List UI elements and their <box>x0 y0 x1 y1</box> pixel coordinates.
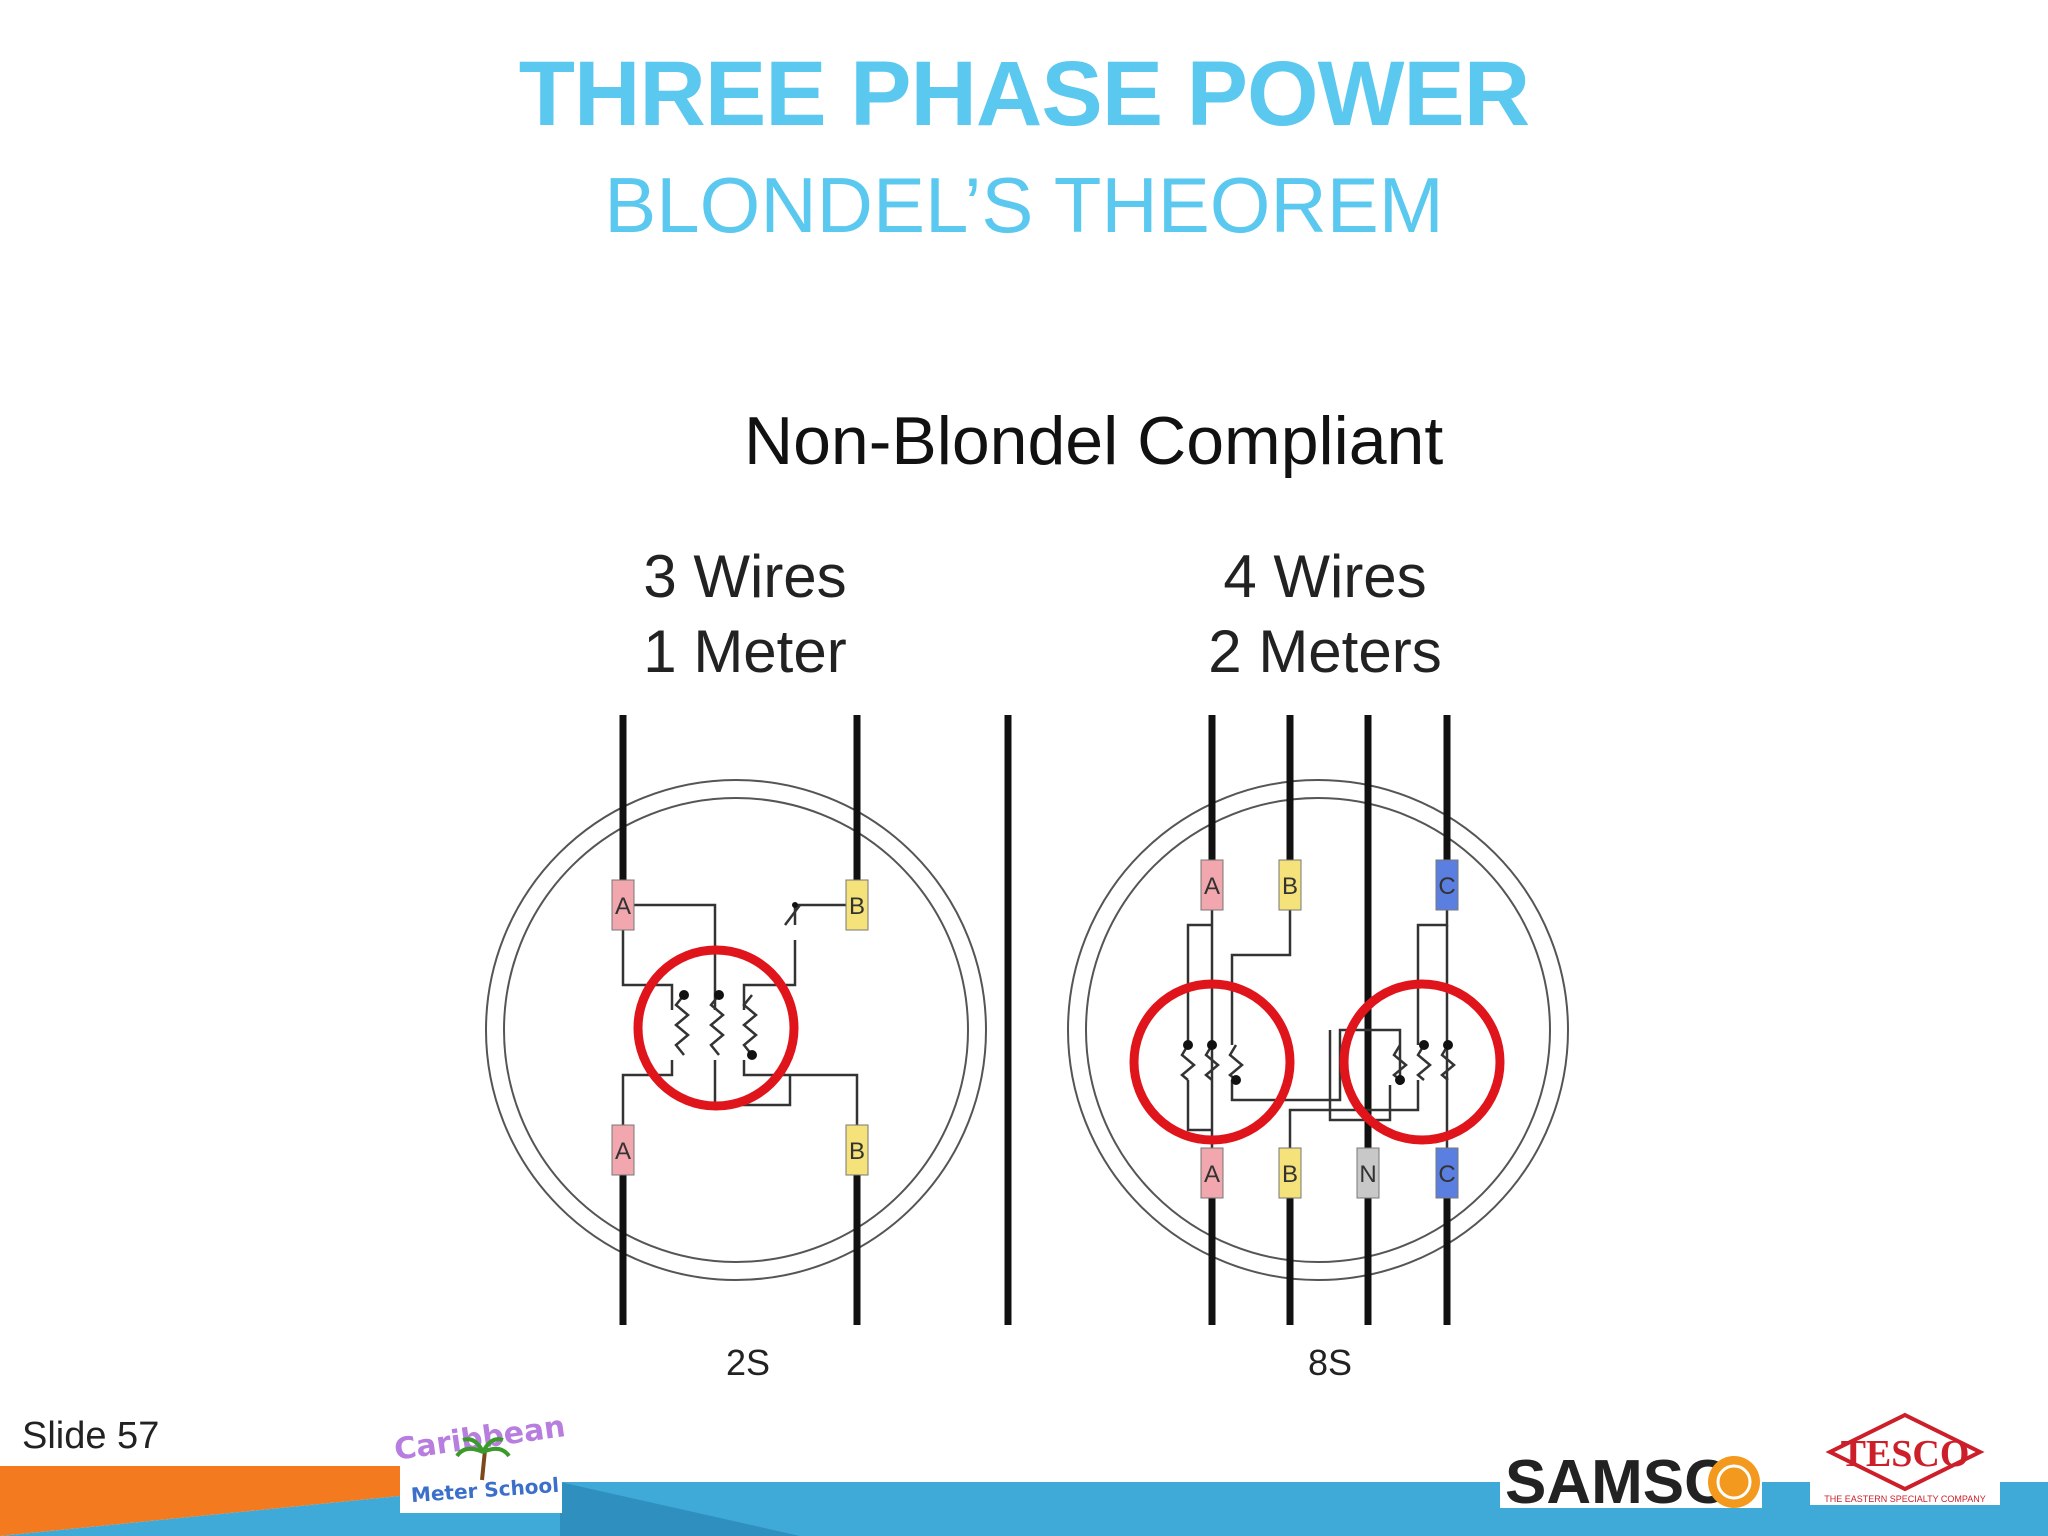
terminal-c-bottom: C <box>1438 1161 1455 1188</box>
terminal-a-top: A <box>615 893 631 920</box>
terminal-b-top: B <box>1282 873 1298 900</box>
terminal-n-bottom: N <box>1359 1161 1376 1188</box>
terminal-b-top: B <box>849 893 865 920</box>
meter-2s-diagram: 3 Wires 1 Meter <box>485 543 987 1383</box>
left-meters-label: 1 Meter <box>643 618 846 685</box>
terminal-c-top: C <box>1438 873 1455 900</box>
form-2s-label: 2S <box>726 1342 770 1383</box>
caribbean-meter-school-logo: Caribbean Meter School <box>392 1405 568 1513</box>
terminal-b-bottom: B <box>1282 1161 1298 1188</box>
terminal-b-bottom: B <box>849 1138 865 1165</box>
left-wires-label: 3 Wires <box>643 543 846 610</box>
slide-number: Slide 57 <box>22 1415 159 1457</box>
slide-subtitle: BLONDEL’S THEOREM <box>604 161 1444 249</box>
tesco-logo: TESCO THE EASTERN SPECIALTY COMPANY <box>1810 1405 2000 1505</box>
terminal-a-top: A <box>1204 873 1220 900</box>
right-wires-label: 4 Wires <box>1223 543 1426 610</box>
terminal-a-bottom: A <box>615 1138 631 1165</box>
svg-text:THE EASTERN SPECIALTY COMPANY: THE EASTERN SPECIALTY COMPANY <box>1824 1494 1986 1504</box>
right-meters-label: 2 Meters <box>1208 618 1441 685</box>
terminal-a-bottom: A <box>1204 1161 1220 1188</box>
diagram-heading: Non-Blondel Compliant <box>744 403 1444 479</box>
meter-8s-diagram: 4 Wires 2 Meters <box>1067 543 1569 1383</box>
highlight-circle <box>633 945 799 1111</box>
form-8s-label: 8S <box>1308 1342 1352 1383</box>
highlight-circle-left <box>1129 979 1295 1145</box>
svg-text:TESCO: TESCO <box>1841 1433 1970 1475</box>
svg-text:SAMSC: SAMSC <box>1505 1448 1729 1517</box>
samsco-logo: SAMSC <box>1500 1446 1762 1517</box>
slide-title: THREE PHASE POWER <box>518 43 1530 145</box>
highlight-circle-right <box>1339 979 1505 1145</box>
